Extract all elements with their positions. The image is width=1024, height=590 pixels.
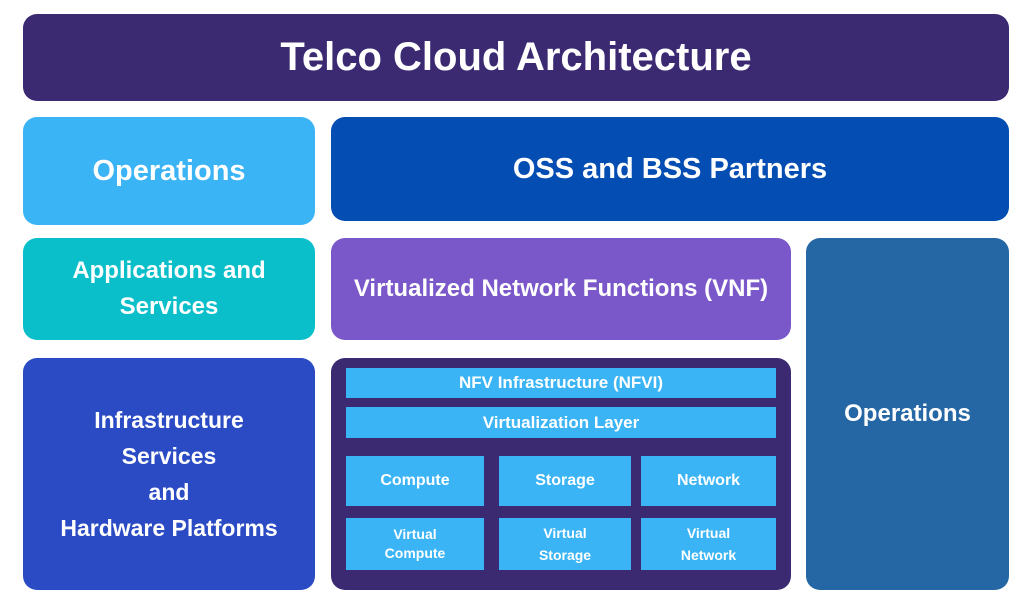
virtual-compute-box: Virtual Compute xyxy=(346,518,484,570)
compute-box: Compute xyxy=(346,456,484,506)
virtual-network-line1: Virtual xyxy=(686,525,731,541)
virtual-network-box: Virtual Network xyxy=(641,518,776,570)
diagram-title: Telco Cloud Architecture xyxy=(23,14,1009,101)
infrastructure-label-line4: Hardware Platforms xyxy=(60,515,278,541)
virtualization-layer: Virtualization Layer xyxy=(346,407,776,438)
virtual-storage-box: Virtual Storage xyxy=(499,518,631,570)
applications-label-line2: Services xyxy=(119,293,219,320)
virtual-storage-line2: Storage xyxy=(538,547,592,563)
oss-bss-partners-box: OSS and BSS Partners xyxy=(331,117,1009,221)
operations-box-left: Operations xyxy=(23,117,315,225)
infrastructure-label-line3: and xyxy=(148,479,190,505)
applications-services-box: Applications and Services xyxy=(23,238,315,340)
infrastructure-label-line1: Infrastructure xyxy=(94,407,244,433)
virtual-compute-line1: Virtual xyxy=(393,526,437,542)
vnf-box: Virtualized Network Functions (VNF) xyxy=(331,238,791,340)
nfvi-container: NFV Infrastructure (NFVI) Virtualization… xyxy=(331,358,791,590)
infrastructure-box: Infrastructure Services and Hardware Pla… xyxy=(23,358,315,590)
network-box: Network xyxy=(641,456,776,506)
virtual-storage-line1: Virtual xyxy=(543,525,587,541)
storage-box: Storage xyxy=(499,456,631,506)
applications-label-line1: Applications and xyxy=(72,257,266,284)
operations-box-right: Operations xyxy=(806,238,1009,590)
virtual-network-line2: Network xyxy=(680,547,737,563)
infrastructure-label-line2: Services xyxy=(121,443,217,469)
nfvi-header: NFV Infrastructure (NFVI) xyxy=(346,368,776,398)
virtual-compute-line2: Compute xyxy=(384,545,446,561)
